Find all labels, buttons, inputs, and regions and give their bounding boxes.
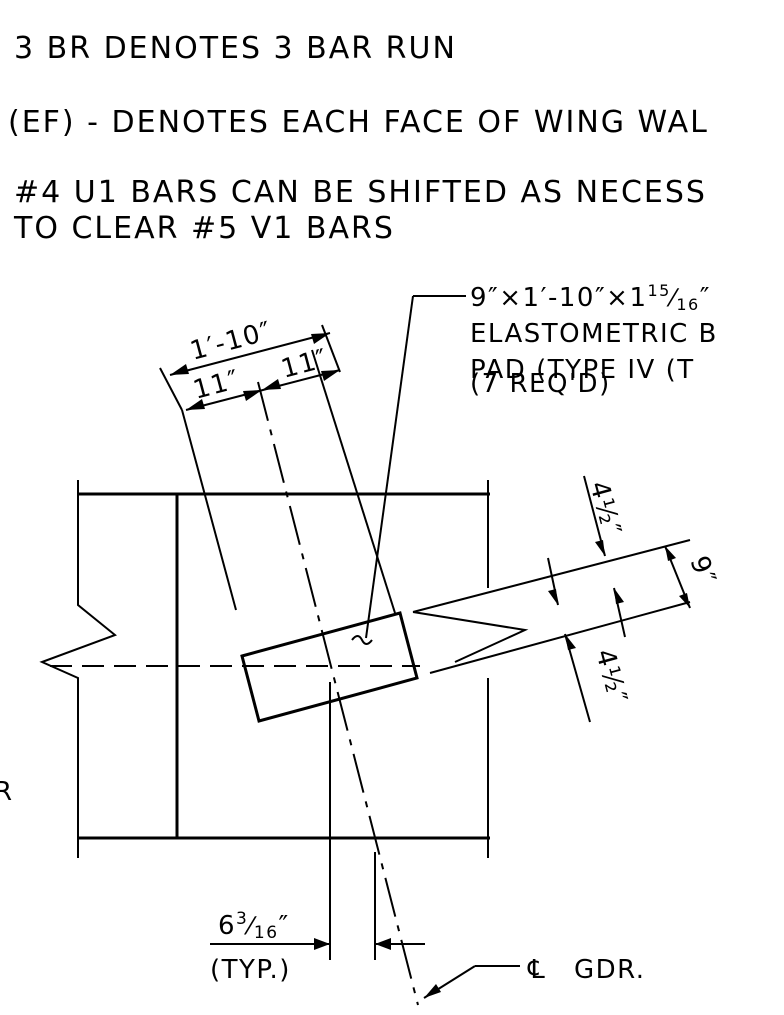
dim-line-total (169, 332, 331, 376)
ext-left (159, 367, 183, 411)
arrow-depth-top (665, 546, 676, 561)
arrow-mid-top (548, 589, 558, 605)
depth-dimensions: 9″ 4½″ 4½″ (547, 475, 722, 723)
girder-break-symbol (412, 611, 529, 663)
offset-dimension: 63⁄16″ (TYP.) (210, 682, 425, 985)
width-dimensions: 1′-10″ 11″ 11″ (159, 316, 341, 411)
pad-callout: 9″×1′-10″×115⁄16″ ELASTOMETRIC B PAD (TY… (365, 281, 718, 639)
note-bar-run: 3 BR DENOTES 3 BAR RUN (14, 31, 457, 66)
arrow-offset-left (314, 938, 330, 950)
dim-offset-value: 63⁄16″ (218, 909, 290, 943)
arrow-depth-bottom (679, 593, 690, 608)
callout-leader-diagonal (365, 295, 414, 639)
girder-centerline-label: ℄ GDR. (423, 955, 646, 999)
girder-label: GDR. (574, 955, 646, 985)
pad-size-frac-den: 16 (676, 295, 699, 314)
arrow-half-left (186, 399, 205, 410)
offset-whole: 6 (218, 911, 236, 941)
cut-off-letter: R (0, 777, 14, 807)
note-shift-bars-line1: #4 U1 BARS CAN BE SHIFTED AS NECESS (14, 175, 707, 210)
pad-size-main: 9″×1′-10″×1 (470, 283, 648, 313)
note-shift-bars-line2: TO CLEAR #5 V1 BARS (13, 211, 395, 246)
arrow-mid-bottom (614, 588, 624, 604)
pad-quantity-label: (7 REQ'D) (470, 369, 611, 399)
offset-unit: ″ (279, 911, 290, 941)
pad-material-label: ELASTOMETRIC B (470, 319, 718, 349)
bearing-pad (240, 611, 419, 723)
girder-left-edge (181, 409, 237, 611)
leader-tick (351, 635, 373, 645)
pad-size-suffix: ″ (700, 283, 711, 313)
dim-half-left: 11″ (190, 365, 243, 406)
arrow-half-mid-a (243, 390, 262, 401)
arrow-half-bottom (565, 634, 576, 650)
dim-pad-depth: 9″ (683, 552, 721, 590)
left-break-line (39, 480, 117, 858)
offset-frac-den: 16 (254, 923, 279, 943)
arrow-half-top (595, 540, 605, 556)
offset-frac-num: 3 (236, 909, 248, 929)
centerline-symbol: ℄ (527, 955, 546, 985)
girder-centerline (257, 381, 419, 1006)
arrow-total-left (170, 364, 189, 375)
arrow-offset-right (375, 938, 391, 950)
cl-leader-arrow (424, 984, 441, 998)
dim-offset-typ: (TYP.) (210, 955, 291, 985)
ext-right (321, 324, 341, 373)
girder-right-edge (311, 349, 396, 614)
note-each-face: (EF) - DENOTES EACH FACE OF WING WAL (8, 105, 709, 140)
arrow-total-right (311, 333, 330, 344)
dim-half-depth-bottom: 4½″ (589, 646, 632, 708)
arrow-half-mid-b (262, 379, 281, 390)
cap-outline (39, 480, 490, 858)
pad-type-label: PAD (TYPE IV (T (470, 355, 695, 385)
pad-size-label: 9″×1′-10″×115⁄16″ (470, 281, 711, 314)
pad-size-frac-num: 15 (648, 281, 671, 300)
girder-end-bottom (429, 601, 691, 674)
arrow-half-right (321, 370, 340, 381)
dim-line-halves (185, 369, 341, 411)
dim-half-depth-top: 4½″ (583, 478, 626, 540)
